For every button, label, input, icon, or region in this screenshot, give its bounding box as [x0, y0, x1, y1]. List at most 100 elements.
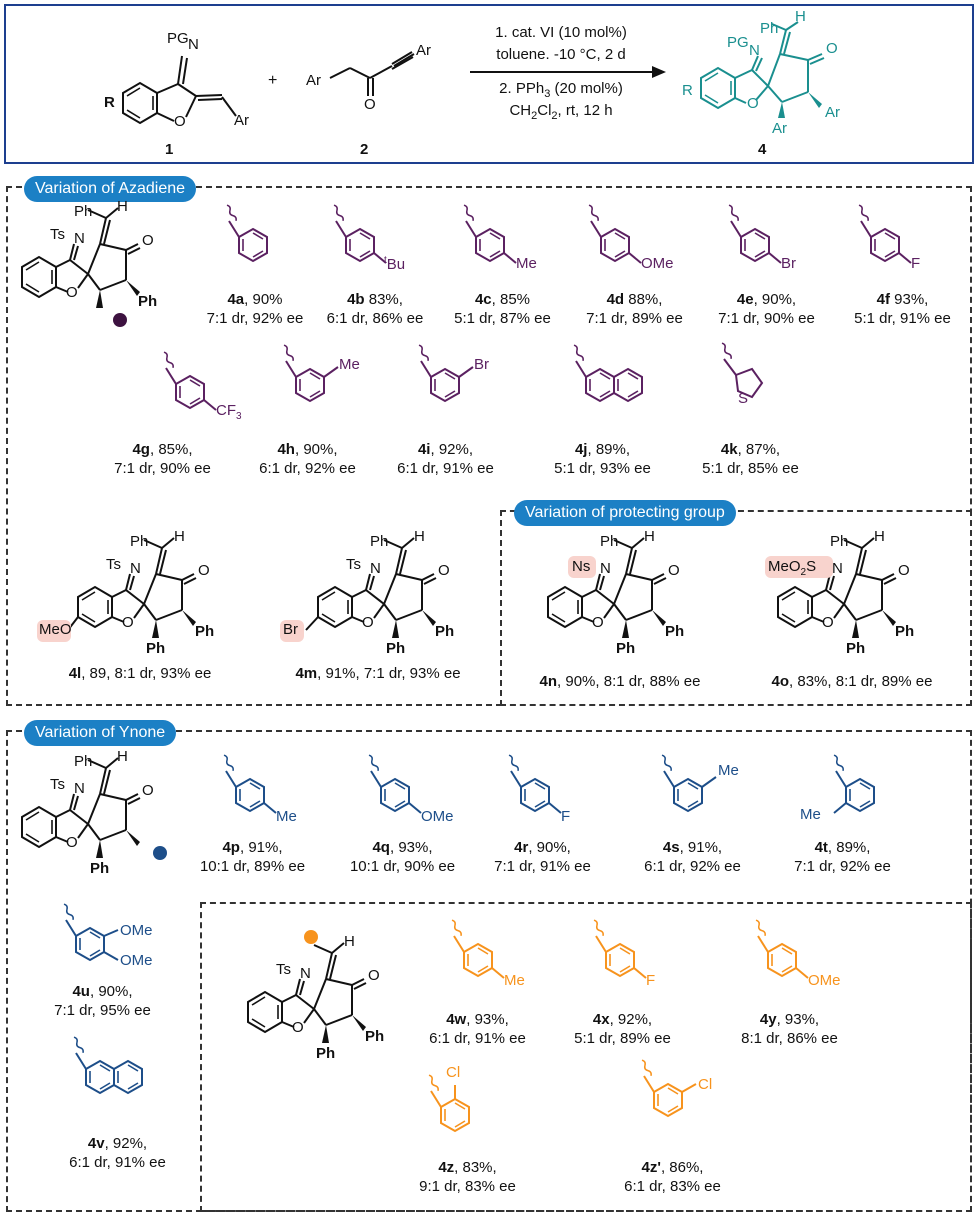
core-ph2-4n: Ph: [665, 623, 685, 640]
label-4e: 4e, 90%,7:1 dr, 90% ee: [718, 291, 815, 327]
core-n-4o: N: [832, 560, 843, 577]
core-o-4m: O: [438, 562, 450, 579]
label-4zp: 4z', 86%,6:1 dr, 83% ee: [624, 1159, 721, 1195]
label-4s: 4s, 91%,6:1 dr, 92% ee: [644, 839, 741, 875]
prod-o-ring: O: [747, 95, 759, 112]
core-o-ketone: O: [142, 232, 154, 249]
core-ph-4l: Ph: [130, 533, 149, 550]
label-4q: 4q, 93%,10:1 dr, 90% ee: [349, 839, 456, 875]
label-4l: 4l, 89, 8:1 dr, 93% ee: [68, 665, 212, 682]
label-4a: 4a, 90%7:1 dr, 92% ee: [206, 291, 304, 327]
label-4p: 4p, 91%,10:1 dr, 89% ee: [199, 839, 306, 875]
sm2-structure: [329, 51, 415, 96]
sub-me-4p: Me: [276, 808, 297, 825]
sm2-number: 2: [360, 141, 369, 158]
sub-br-4e: Br: [781, 255, 796, 272]
scheme-frame: [4, 4, 974, 164]
core-h: H: [117, 198, 128, 215]
sub-me-4h: Me: [339, 356, 360, 373]
in-core-h: H: [344, 933, 355, 950]
in-core-ts: Ts: [276, 961, 291, 978]
core-o2-4m: O: [362, 614, 374, 631]
pg-meo2s: MeO2S: [768, 558, 817, 578]
sub-ome-4d: OMe: [641, 255, 674, 272]
in-core-ph3: Ph: [316, 1045, 336, 1062]
sm2-o: O: [364, 96, 376, 113]
core-ph3-4n: Ph: [616, 640, 636, 657]
condition-line-2: toluene. -10 °C, 2 d: [496, 46, 626, 63]
sm1-number: 1: [165, 141, 174, 158]
core-ph3-4o: Ph: [846, 640, 866, 657]
sm1-r: R: [104, 94, 115, 111]
core-o2-4o: O: [822, 614, 834, 631]
label-4i: 4i, 92%,6:1 dr, 91% ee: [397, 441, 494, 477]
yn-core-ts: Ts: [50, 776, 65, 793]
label-4z: 4z, 83%,9:1 dr, 83% ee: [419, 1159, 516, 1195]
sm1-structure: [122, 55, 237, 125]
core-n-4n: N: [600, 560, 611, 577]
yn-core-h: H: [117, 748, 128, 765]
sub-tbu: tBu: [384, 255, 406, 273]
label-4u: 4u, 90%,7:1 dr, 95% ee: [54, 983, 151, 1019]
sub-br-4i: Br: [474, 356, 489, 373]
core-ph2: Ph: [138, 293, 158, 310]
sub-f-4x: F: [646, 972, 656, 989]
sub-s-4k: S: [738, 390, 749, 407]
yn-core-o: O: [142, 782, 154, 799]
condition-line-3: 2. PPh3 (20 mol%): [499, 80, 623, 100]
core-ph: Ph: [74, 203, 93, 220]
ynone-inner-box: [200, 902, 972, 1212]
label-4b: 4b 83%,6:1 dr, 86% ee: [326, 291, 424, 327]
label-4w: 4w, 93%,6:1 dr, 91% ee: [429, 1011, 526, 1047]
section-ynone: Variation of Ynone: [24, 720, 177, 746]
azadiene-box: [6, 186, 972, 706]
core-ph2-4o: Ph: [895, 623, 915, 640]
label-4o: 4o, 83%, 8:1 dr, 89% ee: [771, 673, 933, 690]
core-ts: Ts: [50, 226, 65, 243]
section-azadiene: Variation of Azadiene: [24, 176, 197, 202]
sub-ome-4y: OMe: [808, 972, 841, 989]
sub-br-4m: Br: [283, 621, 298, 638]
in-core-ph2: Ph: [365, 1028, 385, 1045]
label-4x: 4x, 92%,5:1 dr, 89% ee: [574, 1011, 671, 1047]
prod-ar1: Ar: [772, 120, 787, 137]
yn-core-ph: Ph: [74, 753, 93, 770]
in-core-o2: O: [292, 1019, 304, 1036]
sub-ome-4u-2: OMe: [120, 952, 153, 969]
core-o-4n: O: [668, 562, 680, 579]
label-4d: 4d 88%,7:1 dr, 89% ee: [586, 291, 683, 327]
sm1-ar: Ar: [234, 112, 249, 129]
core-ph3-4l: Ph: [146, 640, 166, 657]
label-4h: 4h, 90%,6:1 dr, 92% ee: [259, 441, 356, 477]
sm1-pg: PG: [167, 30, 189, 47]
prod-n: N: [749, 42, 760, 59]
core-h-4n: H: [644, 528, 655, 545]
prod-r: R: [682, 82, 693, 99]
sub-cl-4z: Cl: [446, 1064, 461, 1081]
sm2-ar2: Ar: [416, 42, 431, 59]
core-ph-4m: Ph: [370, 533, 389, 550]
core-h-4o: H: [874, 528, 885, 545]
in-core-o: O: [368, 967, 380, 984]
core-o-ring: O: [66, 284, 78, 301]
core-n-4l: N: [130, 560, 141, 577]
core-o-4o: O: [898, 562, 910, 579]
core-ph3-4m: Ph: [386, 640, 406, 657]
sub-meo-4l: MeO: [39, 621, 72, 638]
prod-h: H: [795, 8, 806, 25]
sm1-o: O: [174, 113, 186, 130]
scheme-structures: [122, 21, 825, 125]
sm1-n: N: [188, 36, 199, 53]
condition-line-1: 1. cat. VI (10 mol%): [495, 24, 627, 41]
core-ph2-4m: Ph: [435, 623, 455, 640]
sub-f-4f: F: [911, 255, 921, 272]
core-o-4l: O: [198, 562, 210, 579]
prod-ar2: Ar: [825, 104, 840, 121]
sub-cf3: CF3: [216, 402, 242, 422]
core-ph2-4l: Ph: [195, 623, 215, 640]
core-h-4m: H: [414, 528, 425, 545]
label-4v: 4v, 92%,6:1 dr, 91% ee: [69, 1135, 166, 1171]
sm2-ar1: Ar: [306, 72, 321, 89]
sub-ome-4u-1: OMe: [120, 922, 153, 939]
core-ph-4n: Ph: [600, 533, 619, 550]
